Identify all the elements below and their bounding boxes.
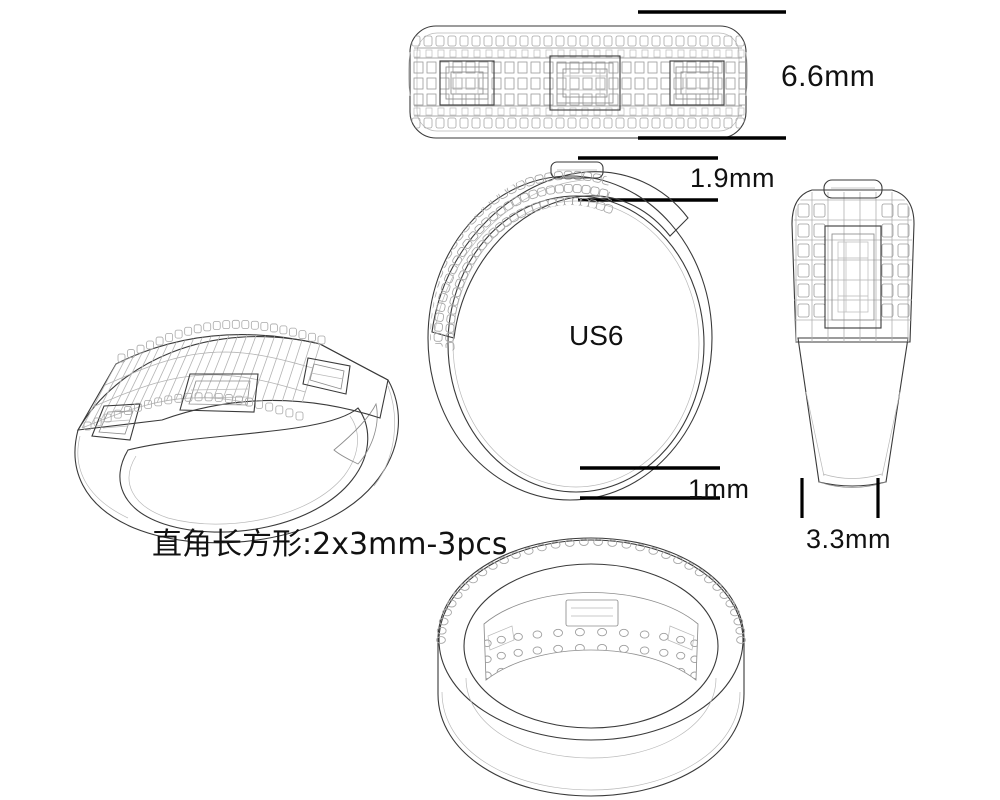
shank-shoulder-highlight [333,402,378,465]
dimension-label-top-thickness: 1.9mm [690,163,776,193]
pave-field [411,35,746,129]
bottom-interior-view [426,528,756,797]
side-top-tab [823,179,883,199]
ring-bore-highlight [452,200,700,488]
crown-band [76,334,389,431]
dimension-label-band-width: 6.6mm [781,60,876,93]
stone-spec-note: 直角长方形:2x3mm-3pcs [152,527,508,562]
head-block [791,189,915,343]
top-flat-view [398,8,758,153]
ring-size-label: US6 [569,320,624,351]
front-view [420,160,720,505]
band-outline [409,25,747,139]
shank-profile [797,337,909,487]
front-top-tab [550,161,604,179]
baguette-stone-center [549,55,621,111]
ring-outer-circle [427,175,713,501]
dimension-1mm [580,466,720,500]
interior-wall [483,592,699,681]
baguette-stone-left [439,60,495,106]
band-mouth-inner [463,563,719,729]
interior-baguette-seat-right [667,625,695,651]
band-outer-body [437,537,745,797]
dimension-label-shank-width: 3.3mm [806,524,892,554]
ring-inner-bore [119,407,369,533]
ring-outer-silhouette [74,336,400,544]
perspective-baguette-right [302,357,351,395]
dimension-3-3mm [800,478,880,518]
dimension-1-9mm [578,156,718,202]
perspective-view [58,168,428,544]
interior-baguette-seat-left [487,625,515,651]
perspective-baguette-center [179,373,259,413]
side-baguette-stone [824,225,882,329]
interior-baguette-seat-center [565,599,619,627]
ring-inner-circle [447,195,705,493]
baguette-stone-right [669,60,725,106]
dimension-label-bottom-thickness: 1mm [688,474,750,504]
side-profile-view [778,152,928,512]
dimension-6-6mm [638,10,786,140]
band-mouth-outer [438,539,744,741]
